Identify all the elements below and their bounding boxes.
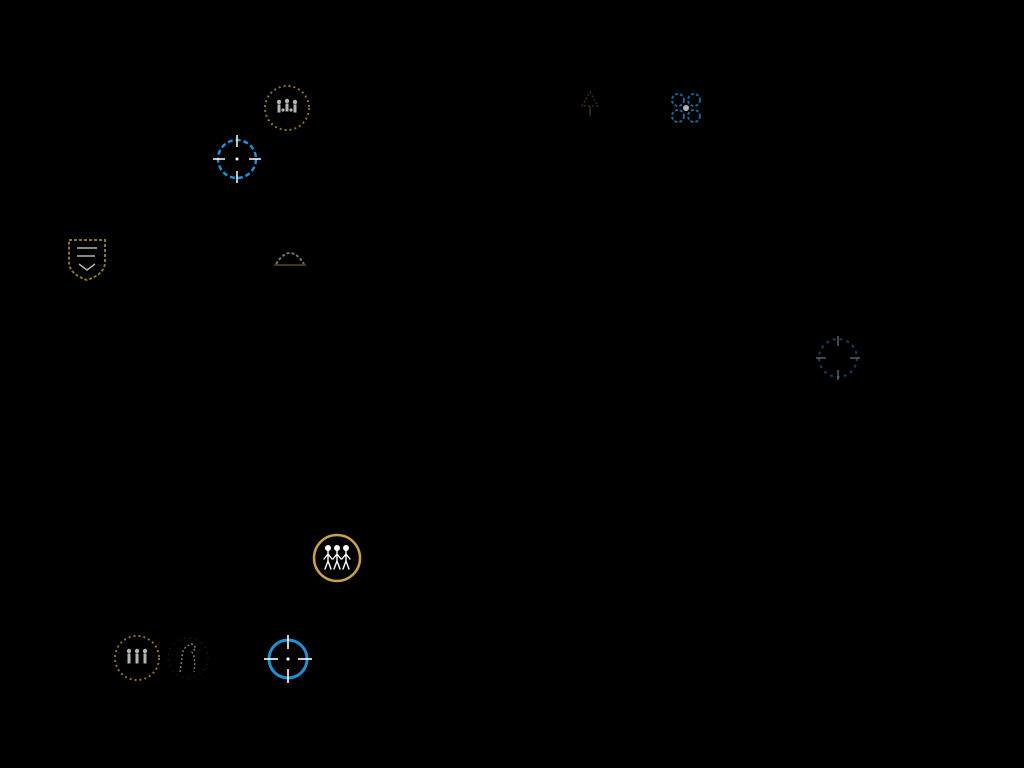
dome-marker[interactable] (264, 234, 316, 286)
people-icon (312, 533, 362, 583)
shield-marker[interactable] (61, 232, 113, 284)
crosshair-marker[interactable] (812, 332, 864, 384)
gear-icon (671, 93, 701, 123)
crosshair-icon (264, 635, 312, 683)
crowd-marker[interactable] (111, 632, 163, 684)
gear-marker[interactable] (660, 82, 712, 134)
crosshair-icon (213, 135, 261, 183)
horse-icon (167, 637, 209, 679)
crowd-marker[interactable] (261, 82, 313, 134)
crosshair-marker[interactable] (211, 133, 263, 185)
crosshair-marker[interactable] (262, 633, 314, 685)
shield-icon (68, 239, 106, 282)
people-marker[interactable] (311, 532, 363, 584)
horse-marker[interactable] (162, 632, 214, 684)
crowd-icon (264, 85, 310, 131)
tree-icon (580, 90, 600, 116)
crowd-icon (114, 635, 160, 681)
tree-marker[interactable] (564, 82, 616, 134)
crosshair-icon (816, 336, 860, 380)
dome-icon (274, 252, 306, 266)
